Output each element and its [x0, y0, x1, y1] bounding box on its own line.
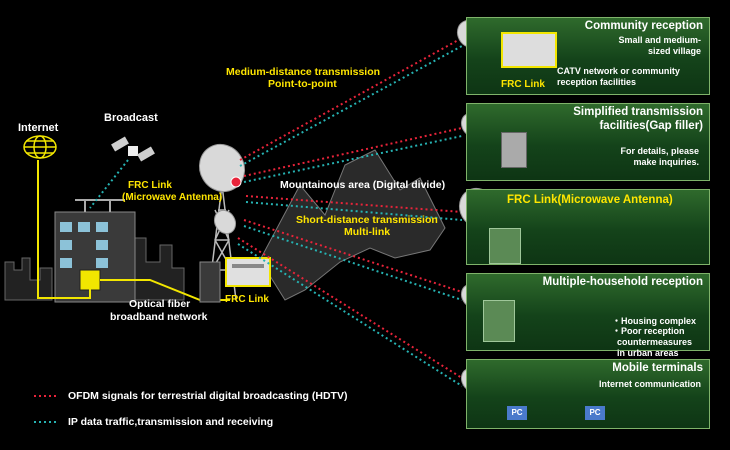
panel-title: Multiple-household reception — [542, 276, 703, 288]
main-building — [54, 199, 136, 303]
mountains — [259, 149, 446, 301]
medium-distance-label-1: Medium-distance transmission — [226, 66, 381, 78]
frc-link-box — [225, 257, 271, 287]
panel-body: ・Housing complex・Poor reception counterm… — [612, 315, 697, 358]
ip-links — [237, 45, 463, 387]
medium-distance-label-2: Point-to-point — [268, 78, 337, 90]
panel-title-1: Simplified transmission — [573, 106, 703, 118]
panel-simplified-transmission: Simplified transmission facilities(Gap f… — [466, 103, 710, 181]
frc-link-box-label: FRC Link — [225, 294, 269, 305]
gap-filler-icon — [501, 132, 527, 168]
ofdm-links — [237, 37, 463, 379]
satellite-icon — [111, 136, 155, 162]
panel-title-2: facilities(Gap filler) — [599, 120, 703, 132]
mountainous-area-label: Mountainous area (Digital divide) — [280, 179, 446, 191]
panel-multiple-household: Multiple-household reception ・Housing co… — [466, 273, 710, 358]
panel-body: Internet communication — [598, 379, 701, 389]
satellite-ip-link — [89, 159, 129, 209]
optical-fiber-label-2: broadband network — [110, 311, 208, 323]
second-dish-antenna — [213, 209, 237, 235]
panel-community-reception: Community reception Small and medium-siz… — [466, 17, 710, 95]
legend-ip: IP data traffic,transmission and receivi… — [68, 416, 274, 428]
broadcast-label: Broadcast — [104, 112, 158, 124]
panel-title: FRC Link(Microwave Antenna) — [507, 194, 673, 206]
optical-fiber-label-1: Optical fiber — [129, 298, 191, 310]
frc-link-main-label-1: FRC Link — [128, 180, 172, 191]
panel-title: Mobile terminals — [612, 362, 703, 374]
internet-label: Internet — [18, 122, 59, 134]
short-distance-label-2: Multi-link — [344, 226, 391, 238]
legend-ofdm: OFDM signals for terrestrial digital bro… — [68, 390, 348, 402]
main-dish-antenna — [198, 143, 246, 193]
pc-icon: PC — [507, 406, 527, 420]
pc-icon: PC — [585, 406, 605, 420]
panel-body: Small and medium-sized village — [618, 35, 701, 56]
panel-frc-link-antenna: FRC Link(Microwave Antenna) — [466, 189, 710, 265]
frc-link-main-label-2: (Microwave Antenna) — [122, 192, 223, 203]
panel-tag: FRC Link — [501, 79, 545, 90]
internet-globe-icon — [23, 135, 57, 159]
panel-title: Community reception — [584, 20, 703, 32]
short-distance-label-1: Short-distance transmission — [296, 214, 438, 226]
frc-box-icon — [501, 32, 557, 68]
city-skyline — [4, 237, 185, 301]
panel-mobile-terminals: Mobile terminals Internet communication … — [466, 359, 710, 429]
building-icon — [489, 228, 521, 264]
housing-complex-icon — [483, 300, 515, 342]
tower-building — [199, 261, 221, 303]
